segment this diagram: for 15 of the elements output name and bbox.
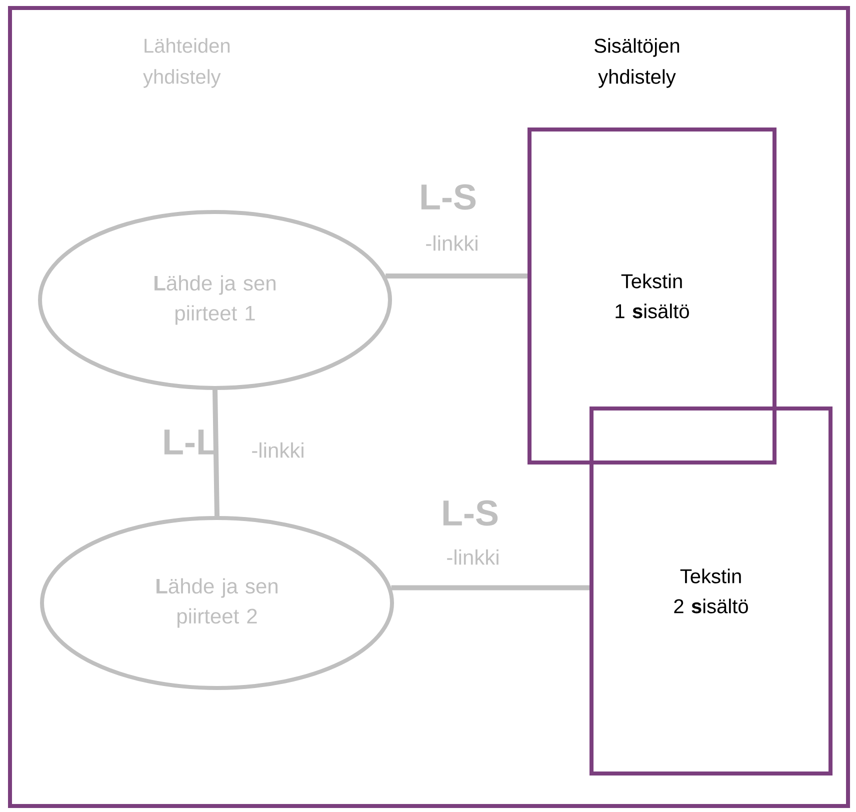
- text-box: Tekstin 2 sisältö: [590, 406, 832, 776]
- edge-label: L-S: [443, 500, 498, 526]
- connector-line: [212, 390, 220, 516]
- text-label: -linkki: [426, 235, 478, 251]
- text-label: Sisältöjen yhdistely: [594, 38, 680, 88]
- ellipse-node: Lähde ja sen piirteet 1: [38, 210, 392, 390]
- text-label: -linkki: [252, 442, 304, 458]
- text-box: Tekstin 1 sisältö: [528, 128, 776, 464]
- connector-line: [386, 274, 528, 279]
- edge-label: L-L: [164, 430, 217, 454]
- connector-line: [391, 585, 590, 590]
- text-label: Lähteiden yhdistely: [143, 38, 230, 88]
- text-label: -linkki: [447, 549, 498, 565]
- ellipse-node: Lähde ja sen piirteet 2: [40, 516, 394, 690]
- edge-label: L-S: [421, 184, 476, 210]
